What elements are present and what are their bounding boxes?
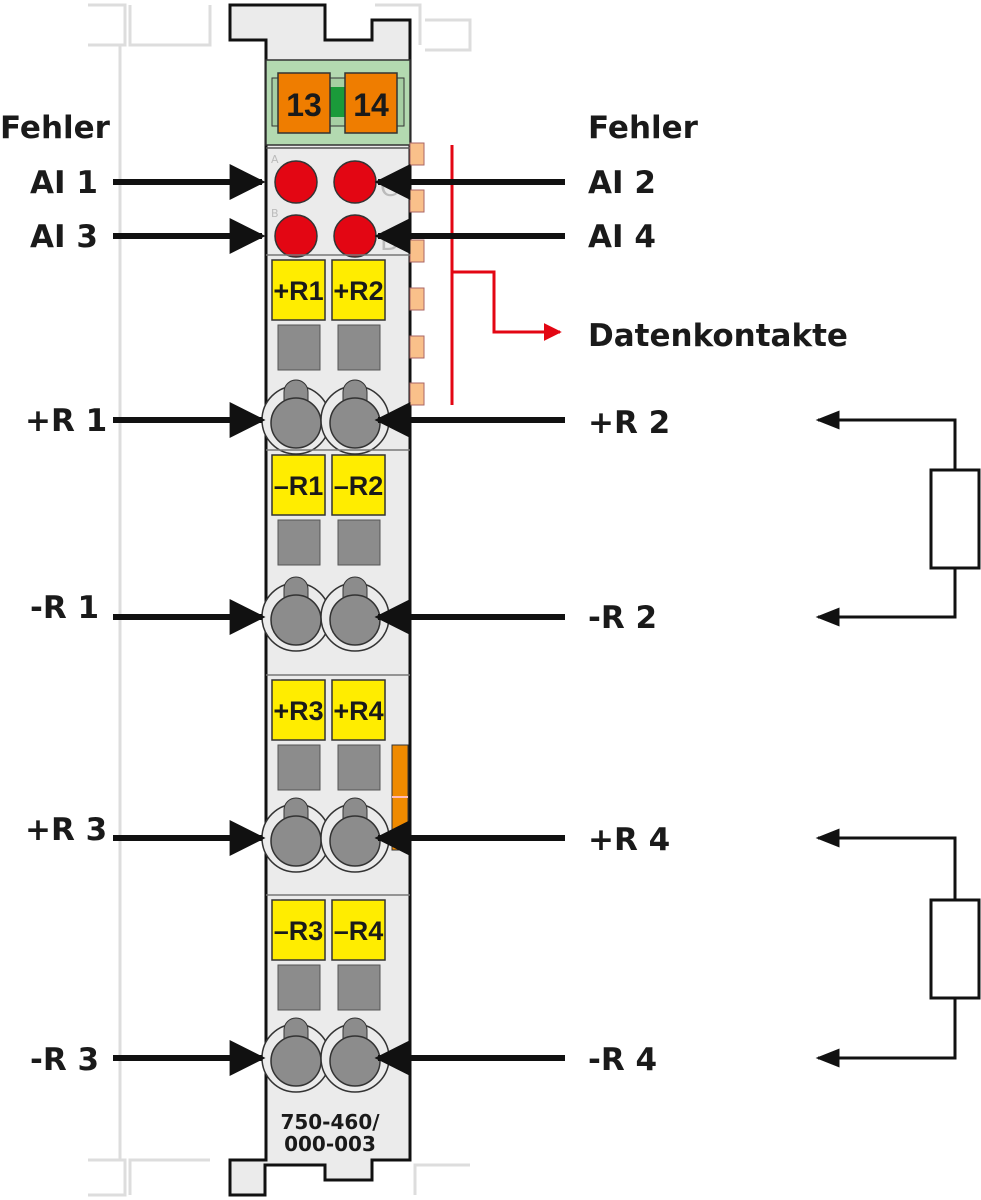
label-fehler-left: Fehler: [0, 110, 111, 146]
label-fehler-right: Fehler: [588, 110, 699, 146]
part-number-line2: 000-003: [284, 1132, 376, 1156]
label-plus-r2: +R 2: [588, 405, 670, 441]
label-ai4: AI 4: [588, 219, 656, 255]
push-button[interactable]: [277, 324, 321, 371]
led-b: [274, 214, 318, 258]
push-button[interactable]: [337, 744, 381, 791]
resistor-2: [815, 828, 981, 1068]
cage-clamp[interactable]: [329, 1035, 381, 1087]
cage-clamp[interactable]: [270, 1035, 322, 1087]
terminal-marker-label: +R3: [273, 696, 323, 726]
label-ai2: AI 2: [588, 165, 656, 201]
push-button[interactable]: [337, 519, 381, 566]
fuse-terminal-14: [344, 72, 398, 134]
push-button[interactable]: [277, 964, 321, 1011]
part-number-line1: 750-460/: [280, 1110, 380, 1134]
terminal-marker: [331, 454, 386, 516]
push-button[interactable]: [337, 324, 381, 371]
terminal-marker-label: –R3: [274, 916, 324, 946]
push-button[interactable]: [337, 964, 381, 1011]
resistor-1: [815, 410, 981, 627]
label-minus-r4: -R 4: [588, 1042, 657, 1078]
label-minus-r1: -R 1: [30, 590, 99, 626]
terminal-marker-label: +R1: [273, 276, 323, 306]
terminal-marker: [331, 899, 386, 961]
label-minus-r3: -R 3: [30, 1042, 99, 1078]
label-plus-r1: +R 1: [25, 403, 107, 439]
fuse-label-13: 13: [286, 87, 322, 123]
terminal-marker-label: –R2: [334, 471, 384, 501]
led-c: [333, 160, 377, 204]
data-contacts-indicator: [450, 145, 562, 405]
label-plus-r3: +R 3: [25, 812, 107, 848]
terminal-marker: [271, 679, 326, 741]
neighbor-module-outlines: [88, 3, 472, 1197]
label-ai1: AI 1: [30, 165, 98, 201]
led-letter-c: C: [380, 173, 398, 203]
data-contacts: [409, 142, 425, 406]
signal-arrows: [113, 164, 565, 1076]
cage-clamp[interactable]: [329, 397, 381, 449]
terminal-marker-label: +R2: [333, 276, 383, 306]
led-a: [274, 160, 318, 204]
push-button[interactable]: [277, 744, 321, 791]
fuse-label-14: 14: [353, 87, 389, 123]
terminal-marker-label: +R4: [333, 696, 383, 726]
terminal-marker: [271, 454, 326, 516]
led-d: [333, 214, 377, 258]
terminal-marker: [271, 259, 326, 321]
cage-clamp[interactable]: [270, 815, 322, 867]
cage-clamp[interactable]: [329, 594, 381, 646]
led-letter-a: A: [271, 153, 279, 166]
io-module: 13 14 A B C D +R1 +R2 –R1 –R2 +R3 +R4 –R3 –R4 7…: [228, 3, 425, 1197]
push-button[interactable]: [277, 519, 321, 566]
fuse-terminal-13: [277, 72, 331, 134]
label-ai3: AI 3: [30, 219, 98, 255]
cage-clamp[interactable]: [270, 397, 322, 449]
terminal-marker-label: –R1: [274, 471, 324, 501]
led-letter-d: D: [380, 227, 400, 257]
led-letter-b: B: [271, 207, 279, 220]
terminal-marker: [331, 259, 386, 321]
terminal-marker-label: –R4: [334, 916, 384, 946]
label-minus-r2: -R 2: [588, 600, 657, 636]
terminal-marker: [331, 679, 386, 741]
cage-clamp[interactable]: [270, 594, 322, 646]
cage-clamp[interactable]: [329, 815, 381, 867]
label-datenkontakte: Datenkontakte: [588, 318, 848, 354]
label-plus-r4: +R 4: [588, 822, 670, 858]
terminal-marker: [271, 899, 326, 961]
